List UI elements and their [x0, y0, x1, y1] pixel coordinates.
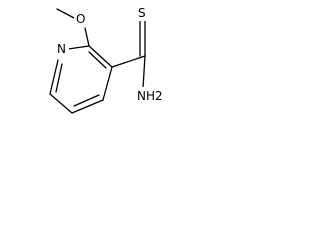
bond-c6-n1 [49, 59, 59, 95]
bond-methyl-oxygen [56, 8, 77, 20]
bond-c2-c3 [88, 45, 113, 68]
bond-c3-c4 [102, 66, 113, 101]
amine-h2-label: H2 [146, 89, 163, 103]
bond-c4-c5-inner [73, 94, 100, 107]
bond-n1-c2 [67, 45, 90, 50]
bond-c4-c5 [71, 99, 104, 114]
ring-nitrogen-label: N [57, 42, 66, 56]
chemical-structure: O N S NH2 [49, 5, 164, 114]
amine-n-label: N [137, 89, 146, 103]
bond-oxygen-c2 [84, 27, 90, 47]
amine-label: NH2 [137, 89, 163, 103]
bond-c6-n1-inner [55, 63, 63, 93]
sulfur-label: S [138, 6, 146, 20]
bond-c3-thioamide-carbon [111, 55, 146, 68]
bond-c2-c3-inner [88, 51, 107, 69]
bond-carbon-amine [142, 55, 146, 89]
oxygen-label: O [76, 12, 85, 26]
bond-c5-c6 [49, 93, 73, 114]
